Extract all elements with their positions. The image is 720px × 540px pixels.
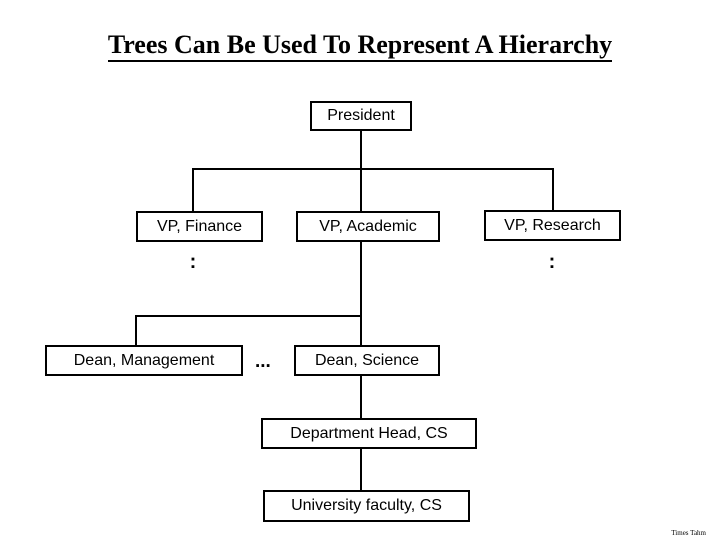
ellipsis-label: : <box>548 251 556 273</box>
ellipsis-vp-research-subtree: : <box>537 252 567 272</box>
tree-node-label: University faculty, CS <box>291 497 442 514</box>
ellipsis-vp-finance-subtree: : <box>178 252 208 272</box>
tree-node-label: VP, Finance <box>156 217 243 235</box>
page-title: Trees Can Be Used To Represent A Hierarc… <box>0 30 720 62</box>
page-title-text: Trees Can Be Used To Represent A Hierarc… <box>107 30 613 62</box>
connector-drop-vp-finance <box>192 168 194 212</box>
connector-level2-bus <box>135 315 362 317</box>
tree-node-vp-academic[interactable]: VP, Academic <box>296 211 440 242</box>
tree-node-label: Dean, Management <box>73 351 215 369</box>
tree-node-vp-research[interactable]: VP, Research <box>484 210 621 241</box>
tree-node-university-faculty-cs[interactable]: University faculty, CS <box>263 490 470 522</box>
tree-node-label: VP, Academic <box>319 217 417 235</box>
footer-credit: Times Tahm <box>671 529 706 537</box>
connector-dean-science-stem <box>360 376 362 419</box>
tree-node-dean-science[interactable]: Dean, Science <box>294 345 440 376</box>
ellipsis-label: ... <box>255 351 271 372</box>
connector-president-stem <box>360 131 362 169</box>
tree-node-label: Dean, Science <box>314 351 420 369</box>
tree-node-label: VP, Research <box>504 216 601 234</box>
ellipsis-label: : <box>189 251 197 273</box>
connector-vp-academic-stem <box>360 242 362 347</box>
connector-drop-vp-research <box>552 168 554 212</box>
tree-node-label: President <box>327 107 395 124</box>
connector-dept-head-stem <box>360 449 362 491</box>
tree-node-president[interactable]: President <box>310 101 412 131</box>
tree-node-vp-finance[interactable]: VP, Finance <box>136 211 263 242</box>
tree-node-label: Department Head, CS <box>290 424 448 442</box>
connector-drop-vp-academic <box>360 168 362 212</box>
tree-node-dept-head-cs[interactable]: Department Head, CS <box>261 418 477 449</box>
tree-node-dean-management[interactable]: Dean, Management <box>45 345 243 376</box>
connector-drop-dean-management <box>135 315 137 347</box>
ellipsis-deans-siblings: ... <box>255 352 271 371</box>
connector-level1-bus <box>192 168 554 170</box>
